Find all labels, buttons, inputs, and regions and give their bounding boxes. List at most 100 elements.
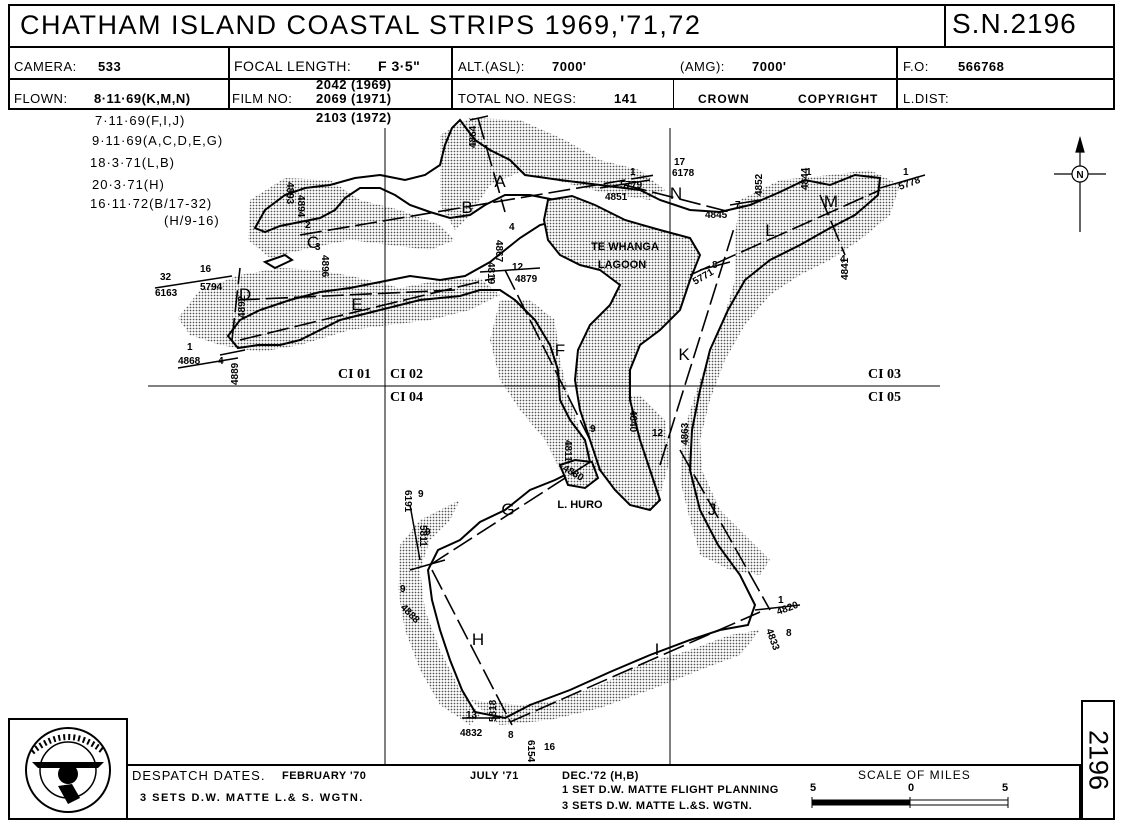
photo-number: 4833: [763, 627, 781, 652]
flown-date: (H/9-16): [164, 213, 220, 228]
film-1972: 2103 (1972): [316, 110, 392, 125]
strip-label: A: [494, 172, 506, 191]
photo-number: 5811: [417, 525, 428, 547]
photo-number: 6191: [402, 490, 413, 513]
north-label: N: [1076, 170, 1083, 181]
despatch-sets: 3 SETS D.W. MATTE L.&S. WGTN.: [562, 800, 753, 812]
ldist-label: L.DIST:: [903, 91, 950, 106]
frame-number: 9: [418, 489, 424, 500]
strip-label: M: [824, 192, 838, 211]
strip-label: I: [655, 640, 660, 659]
frame-number: 17: [674, 157, 686, 168]
grid-label: CI 01: [338, 367, 372, 382]
photo-number: 4819: [485, 262, 496, 285]
frame-number: 12: [652, 428, 664, 439]
strip-label: J: [708, 500, 717, 519]
frame-number: 1: [630, 167, 636, 178]
flown-date: 7·11·69(F,I,J): [95, 113, 186, 128]
coastal-shading: [178, 118, 900, 725]
photo-number: 4879: [515, 274, 538, 285]
frame-number: 32: [160, 272, 172, 283]
strip-label: N: [670, 184, 682, 203]
focal-label: FOCAL LENGTH:: [234, 58, 352, 74]
flown-date: 18·3·71(L,B): [90, 155, 175, 170]
fo-value: 566768: [958, 59, 1005, 74]
photo-number: 4864: [468, 125, 479, 148]
frame-number: 1: [806, 167, 812, 178]
despatch-label: DESPATCH DATES.: [132, 768, 266, 783]
negs-label: TOTAL NO. NEGS:: [458, 91, 577, 106]
frame-number: 3: [315, 242, 321, 253]
nz-aerial-mapping-logo: [25, 727, 111, 813]
side-sortie-number: 2196: [1083, 729, 1114, 791]
flown-date: 16·11·72(B/17-32): [90, 196, 213, 211]
photo-number: 5779: [620, 180, 643, 191]
camera-value: 533: [98, 59, 122, 74]
alt-asl-value: 7000': [552, 59, 587, 74]
frame-number: 8: [786, 628, 792, 639]
strip-label: F: [555, 341, 565, 360]
photo-number: 4889: [230, 362, 241, 385]
grid-label: CI 04: [390, 390, 424, 405]
negs-value: 141: [614, 91, 638, 106]
frame-number: 16: [544, 742, 556, 753]
photo-number: 4852: [754, 173, 765, 196]
scale-tick: 0: [908, 782, 915, 794]
alt-amg-label: (AMG):: [680, 59, 725, 74]
flight-strips: [231, 117, 881, 726]
strip-label: H: [472, 630, 484, 649]
strip-label: E: [351, 295, 362, 314]
camera-label: CAMERA:: [14, 59, 77, 74]
photo-number: 4893: [284, 182, 295, 205]
photo-number: 4844: [800, 167, 811, 190]
grid-label: CI 03: [868, 367, 902, 382]
photo-number: 4832: [460, 728, 483, 739]
despatch-date: FEBRUARY '70: [282, 770, 367, 782]
photo-number: 5778: [897, 175, 922, 193]
photo-number: 6154: [525, 740, 536, 763]
film-label: FILM NO:: [232, 91, 293, 106]
island-outline: [226, 118, 882, 720]
photo-number: 4868: [178, 356, 201, 367]
photo-number: 4867: [493, 240, 504, 263]
map-grid: [148, 128, 940, 765]
strip-label: G: [501, 500, 514, 519]
frame-number: 8: [712, 260, 718, 271]
frame-number: 9: [590, 424, 596, 435]
frame-number: 9: [400, 584, 406, 595]
frame-number: 9: [425, 527, 431, 538]
strip-label: D: [239, 285, 251, 304]
strip-label: K: [678, 345, 690, 364]
flown-date: 20·3·71(H): [92, 177, 165, 192]
alt-asl-label: ALT.(ASL):: [458, 59, 525, 74]
photo-number: 4845: [705, 210, 728, 221]
despatch-date: JULY '71: [470, 770, 519, 782]
frame-number: 8: [508, 730, 514, 741]
flown-first-date: 8·11·69(K,M,N): [94, 91, 191, 106]
frame-number: 13: [466, 710, 478, 721]
map-title: CHATHAM ISLAND COASTAL STRIPS 1969,'71,7…: [20, 10, 702, 40]
frame-number: 2: [305, 220, 311, 231]
frame-number: 1: [903, 167, 909, 178]
sortie-number: S.N.2196: [952, 8, 1077, 39]
row-divider: [8, 78, 1115, 80]
te-whanga-lagoon: [542, 194, 702, 512]
fo-label: F.O:: [903, 59, 929, 74]
strip-label: L: [765, 221, 774, 240]
strip-ticks: [154, 115, 926, 719]
lagoon-label: TE WHANGA: [591, 241, 659, 253]
frame-number: 4: [840, 254, 846, 265]
flown-date: 9·11·69(A,C,D,E,G): [92, 133, 224, 148]
lake-label: L. HURO: [557, 499, 603, 511]
grid-label: CI 02: [390, 367, 424, 382]
photo-number: 6163: [155, 288, 178, 299]
frame-number: 7: [735, 200, 741, 211]
photo-number: 4896: [319, 255, 330, 278]
strip-label: B: [461, 198, 472, 217]
film-1971: 2069 (1971): [316, 91, 392, 106]
photo-number: 5794: [200, 282, 223, 293]
frame-number: 4: [218, 356, 224, 367]
col-divider: [228, 46, 230, 110]
despatch-box: [126, 764, 1081, 820]
scale-label: SCALE OF MILES: [858, 768, 971, 782]
